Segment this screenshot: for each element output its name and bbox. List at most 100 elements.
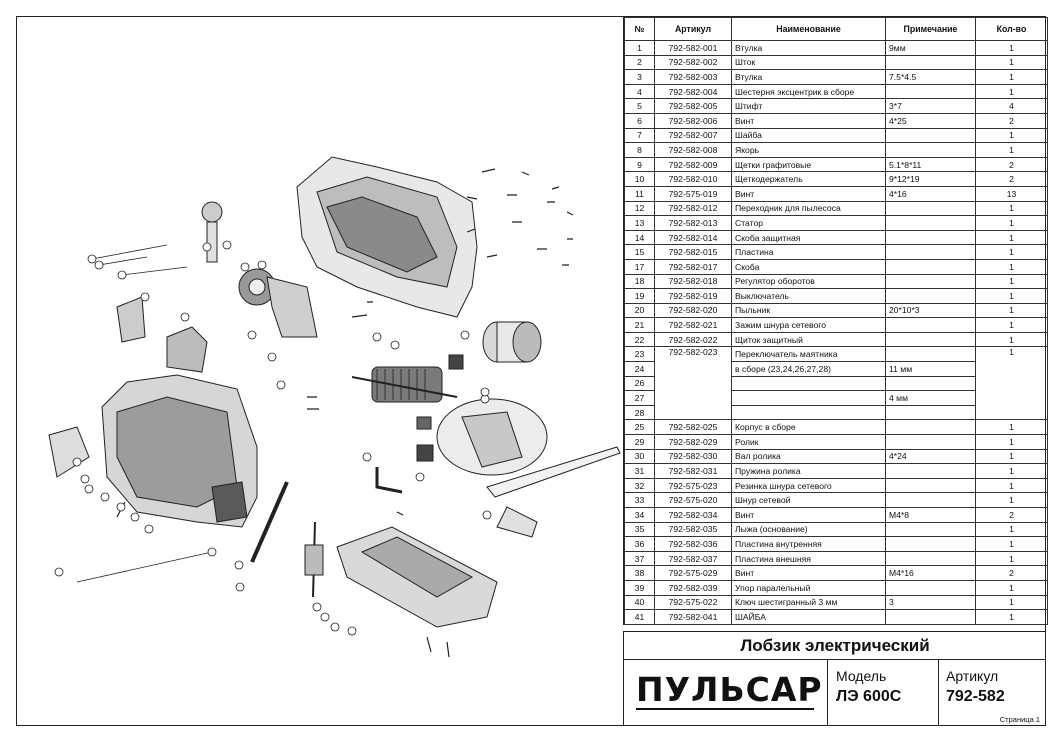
cell-name: ШАЙБА — [731, 609, 886, 625]
cell-num: 11 — [624, 185, 655, 202]
cell-num: 31 — [624, 463, 655, 479]
cell-num: 13 — [624, 215, 655, 231]
cell-note — [885, 434, 976, 450]
cell-note: 7.5*4.5 — [885, 69, 976, 85]
cell-note — [885, 273, 976, 290]
cell-num: 35 — [624, 521, 655, 538]
cell-name: Винт — [731, 112, 886, 129]
table-row: 26 — [624, 375, 1048, 392]
cell-name: Втулка — [731, 69, 886, 85]
cell-name: Упор паралельный — [731, 579, 886, 596]
cell-note — [885, 83, 976, 100]
cell-article: 792-582-013 — [654, 215, 732, 231]
cell-note — [885, 346, 976, 363]
cell-name: Якорь — [731, 142, 886, 158]
cell-article: 792-582-037 — [654, 550, 732, 567]
cell-num: 34 — [624, 507, 655, 523]
cell-article: 792-575-019 — [654, 185, 732, 202]
cell-num: 24 — [624, 361, 655, 377]
col-header-num: № — [624, 17, 655, 41]
cell-name: Зажим шнура сетевого — [731, 317, 886, 333]
cell-qty: 2 — [975, 507, 1048, 523]
cell-name: Пластина внутренняя — [731, 536, 886, 552]
cell-qty: 1 — [975, 448, 1048, 465]
cell-qty: 1 — [975, 550, 1048, 567]
cell-qty: 1 — [975, 40, 1048, 56]
cell-name: Винт — [731, 507, 886, 523]
cell-name — [731, 375, 886, 392]
cell-note — [885, 579, 976, 596]
cell-note — [885, 375, 976, 392]
logo-underline — [636, 708, 814, 710]
cell-num: 40 — [624, 594, 655, 611]
cell-article: 792-582-005 — [654, 98, 732, 114]
cell-note — [885, 609, 976, 625]
cell-qty: 2 — [975, 171, 1048, 187]
cell-note — [885, 142, 976, 158]
cell-num: 22 — [624, 331, 655, 348]
cell-qty: 1 — [975, 434, 1048, 450]
cell-name: Пластина внешняя — [731, 550, 886, 567]
cell-article: 792-582-021 — [654, 317, 732, 333]
cell-article: 792-582-008 — [654, 142, 732, 158]
table-row: 23 792-582-023 Переключатель маятника 1 — [624, 346, 1048, 421]
cell-article: 792-582-035 — [654, 521, 732, 538]
cell-num: 8 — [624, 142, 655, 158]
cell-qty: 1 — [975, 346, 1048, 421]
article-label: Артикул — [946, 668, 999, 684]
cell-note — [885, 536, 976, 552]
cell-note — [885, 492, 976, 508]
cell-name: в сборе (23,24,26,27,28) — [731, 361, 886, 377]
cell-qty: 2 — [975, 565, 1048, 581]
cell-article: 792-582-041 — [654, 609, 732, 625]
cell-qty: 4 — [975, 98, 1048, 114]
cell-name: Скоба — [731, 258, 886, 275]
cell-article: 792-582-001 — [654, 40, 732, 56]
cell-article: 792-582-022 — [654, 331, 732, 348]
cell-num: 2 — [624, 54, 655, 71]
cell-name: Штифт — [731, 98, 886, 114]
cell-num: 37 — [624, 550, 655, 567]
cell-article: 792-575-029 — [654, 565, 732, 581]
cell-name: Скоба защитная — [731, 229, 886, 246]
parallel-guide — [486, 446, 621, 498]
cell-article: 792-582-020 — [654, 302, 732, 319]
cell-note: M4*16 — [885, 565, 976, 581]
cell-num: 7 — [624, 127, 655, 144]
cell-name: Пыльник — [731, 302, 886, 319]
cell-note — [885, 229, 976, 246]
cell-article: 792-582-006 — [654, 112, 732, 129]
cell-article: 792-575-022 — [654, 594, 732, 611]
cell-qty: 1 — [975, 69, 1048, 85]
cell-article: 792-575-020 — [654, 492, 732, 508]
cell-qty: 1 — [975, 215, 1048, 231]
cell-num: 15 — [624, 244, 655, 260]
cell-name: Резинка шнура сетевого — [731, 477, 886, 494]
cell-note: 9*12*19 — [885, 171, 976, 187]
cell-article: 792-582-007 — [654, 127, 732, 144]
cell-article: 792-582-034 — [654, 507, 732, 523]
cell-name: Щиток защитный — [731, 331, 886, 348]
cell-num: 25 — [624, 419, 655, 436]
cell-num: 39 — [624, 579, 655, 596]
cell-name: Статор — [731, 215, 886, 231]
cell-article: 792-582-029 — [654, 434, 732, 450]
cell-qty: 1 — [975, 244, 1048, 260]
cell-qty: 1 — [975, 142, 1048, 158]
cell-note — [885, 419, 976, 436]
cell-article: 792-582-039 — [654, 579, 732, 596]
parts-list: № Артикул Наименование Примечание Кол-во… — [623, 17, 1048, 625]
cell-qty: 2 — [975, 156, 1048, 173]
model-cell: Модель ЛЭ 600С — [827, 660, 939, 726]
